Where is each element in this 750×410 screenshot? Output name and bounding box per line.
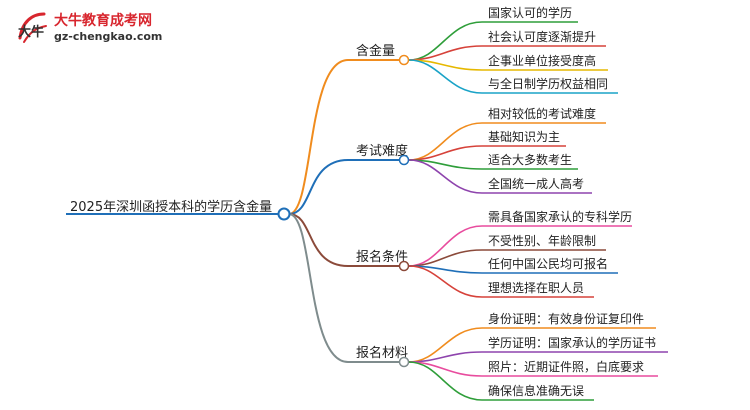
leaf-label: 社会认可度逐渐提升: [488, 29, 596, 44]
leaf-connector: [408, 122, 483, 161]
branch-connector: [288, 213, 349, 267]
branch-label: 考试难度: [356, 143, 408, 159]
leaf-label: 适合大多数考生: [488, 152, 572, 167]
leaf-label: 照片：近期证件照，白底要求: [488, 359, 644, 374]
leaf-label: 需具备国家承认的专科学历: [488, 209, 632, 224]
branch-node: [398, 356, 410, 368]
leaf-label: 学历证明：国家承认的学历证书: [488, 335, 656, 350]
root-topic-label: 2025年深圳函授本科的学历含金量: [70, 199, 272, 215]
leaf-label: 不受性别、年龄限制: [488, 234, 596, 248]
logo-mark-text: 大牛: [18, 24, 44, 39]
leaf-label: 企事业单位接受度高: [488, 53, 596, 68]
leaf-connector: [408, 265, 483, 298]
leaf-connector: [408, 21, 483, 61]
leaf-label: 基础知识为主: [488, 130, 560, 144]
leaf-connector: [408, 59, 483, 94]
branch-node: [398, 54, 410, 66]
leaf-connector: [408, 225, 483, 267]
branch-connector: [288, 159, 349, 215]
leaf-label: 理想选择在职人员: [488, 280, 584, 295]
bull-logo-icon: 大牛: [18, 12, 47, 43]
brand-url: gz-chengkao.com: [54, 30, 163, 43]
leaf-label: 相对较低的考试难度: [488, 106, 596, 121]
brand-logo: 大牛 大牛教育成考网 gz-chengkao.com: [14, 8, 184, 52]
branch-node: [398, 154, 410, 166]
leaf-label: 与全日制学历权益相同: [488, 76, 608, 91]
root-node: [277, 207, 291, 221]
branch-label: 含金量: [356, 43, 395, 59]
leaf-connector: [408, 159, 483, 194]
branch-connector: [288, 213, 349, 363]
branch-label: 报名条件: [356, 249, 408, 265]
leaf-label: 确保信息准确无误: [488, 383, 584, 398]
branch-connector: [288, 59, 349, 215]
leaf-label: 任何中国公民均可报名: [488, 256, 608, 271]
leaf-label: 身份证明：有效身份证复印件: [488, 311, 644, 326]
leaf-connector: [408, 361, 483, 401]
brand-title: 大牛教育成考网: [54, 13, 152, 29]
leaf-label: 全国统一成人高考: [488, 176, 584, 191]
branch-node: [398, 260, 410, 272]
leaf-label: 国家认可的学历: [488, 5, 572, 20]
branch-label: 报名材料: [356, 345, 408, 361]
